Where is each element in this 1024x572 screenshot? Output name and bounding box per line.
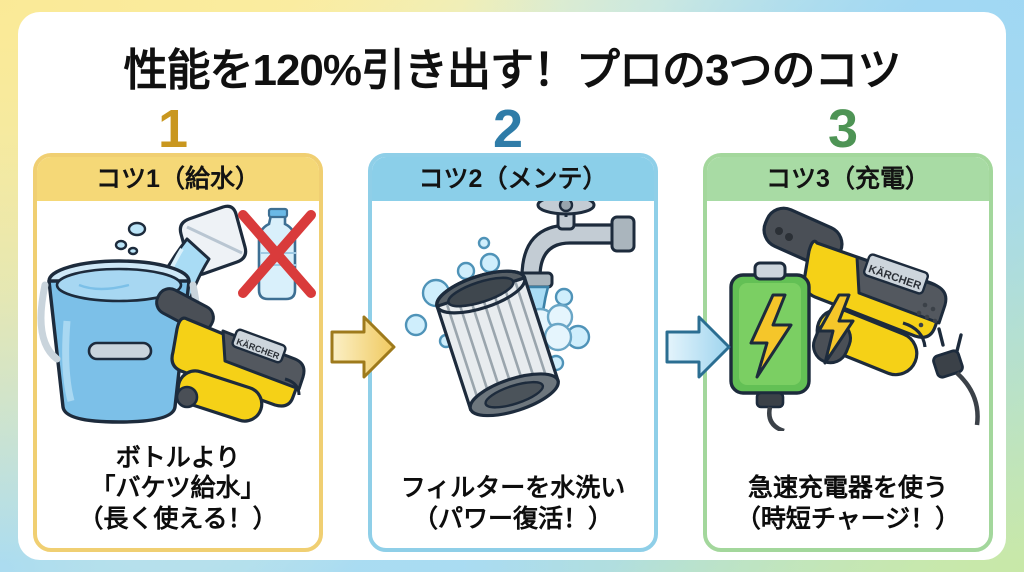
bucket-icon [37, 259, 201, 424]
step-3-illustration: KÄRCHER [707, 201, 989, 431]
lightning-bolt-small-icon [817, 293, 855, 365]
no-bottle-icon [238, 207, 316, 301]
power-plug-icon [932, 327, 980, 426]
caption-line: （長く使える！） [78, 504, 278, 533]
caption-line: ボトルより [115, 443, 241, 472]
step-number-2: 2 [491, 99, 525, 159]
caption-line: （時短チャージ！） [735, 504, 961, 533]
step-card-2-caption: フィルターを水洗い （パワー復活！） [372, 473, 654, 534]
arrow-step1-to-step2 [330, 315, 396, 379]
step-card-3-caption: 急速充電器を使う （時短チャージ！） [707, 473, 989, 534]
bubbles-icon [404, 236, 591, 377]
caption-line: 「バケツ給水」 [90, 474, 266, 502]
red-cross-icon [238, 210, 316, 298]
pressure-washer-icon: KÄRCHER [155, 287, 306, 423]
droplets-icon [114, 221, 147, 256]
step-number-1: 1 [156, 99, 190, 159]
battery-icon [729, 261, 811, 431]
caption-line: フィルターを水洗い [400, 474, 626, 502]
white-panel: 性能を120%引き出す！プロの3つのコツ 1 2 3 コツ1（給水） [18, 12, 1006, 560]
step-card-3[interactable]: コツ3（充電） KÄRCHER [703, 153, 993, 552]
step-card-2[interactable]: コツ2（メンテ） [368, 153, 658, 552]
lightning-bolt-icon [749, 293, 793, 379]
step-card-1-caption: ボトルより 「バケツ給水」 （長く使える！） [37, 443, 319, 535]
step-number-3: 3 [826, 99, 860, 159]
caption-line: 急速充電器を使う [747, 474, 948, 502]
step-card-1[interactable]: コツ1（給水） [33, 153, 323, 552]
step-1-illustration: KÄRCHER [37, 201, 319, 431]
page-title: 性能を120%引き出す！プロの3つのコツ [123, 46, 901, 95]
faucet-icon [516, 201, 636, 289]
step-card-3-header: コツ3（充電） [707, 157, 989, 201]
arrow-step2-to-step3 [665, 315, 731, 379]
step-card-2-header: コツ2（メンテ） [372, 157, 654, 201]
step-2-illustration [372, 201, 654, 431]
caption-line: （パワー復活！） [412, 504, 613, 533]
filter-cartridge-icon [435, 269, 560, 418]
step-card-1-header: コツ1（給水） [37, 157, 319, 201]
faucet-handle-icon [536, 201, 596, 217]
